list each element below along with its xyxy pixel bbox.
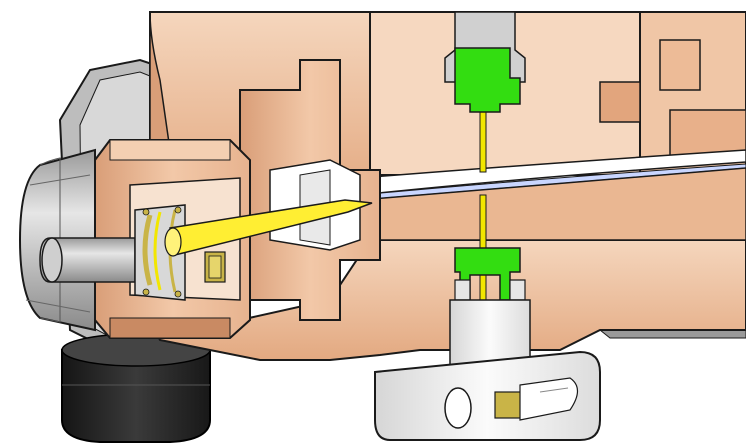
connector-ring: [134, 204, 226, 301]
rubber-cylinder: [61, 333, 211, 443]
upper-clip: [444, 11, 526, 113]
lower-seal: [454, 247, 521, 301]
steel-shaft: [39, 237, 136, 283]
lower-clip: [374, 279, 601, 441]
yellow-pin: [164, 199, 373, 257]
